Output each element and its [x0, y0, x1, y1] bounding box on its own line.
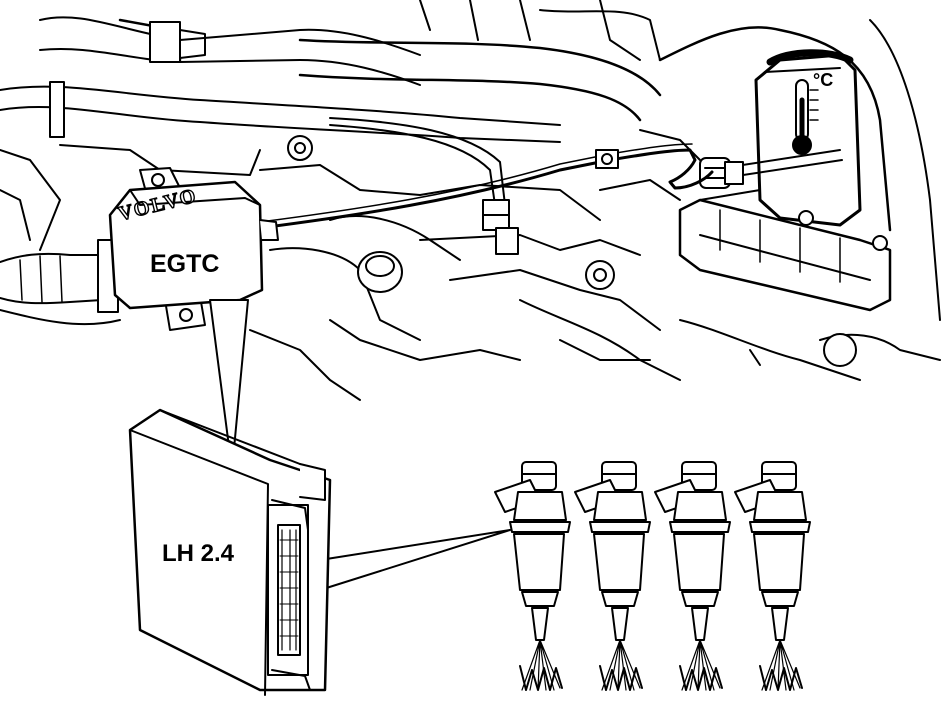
fuel-injector-1 — [494, 461, 571, 691]
temperature-sensor — [258, 143, 892, 312]
lh24-label: LH 2.4 — [162, 540, 235, 567]
fuel-injector-3 — [654, 461, 731, 691]
temperature-unit-label: °C — [813, 70, 834, 90]
engine-background — [0, 0, 941, 401]
egtc-control-unit — [0, 167, 279, 331]
thermometer-icon — [754, 49, 862, 227]
egtc-label: EGTC — [150, 250, 220, 278]
fuel-injector-icon — [494, 461, 811, 691]
fuel-injector-4 — [734, 461, 811, 691]
lh24-ecu — [128, 408, 332, 696]
fuel-injector-2 — [574, 461, 651, 691]
